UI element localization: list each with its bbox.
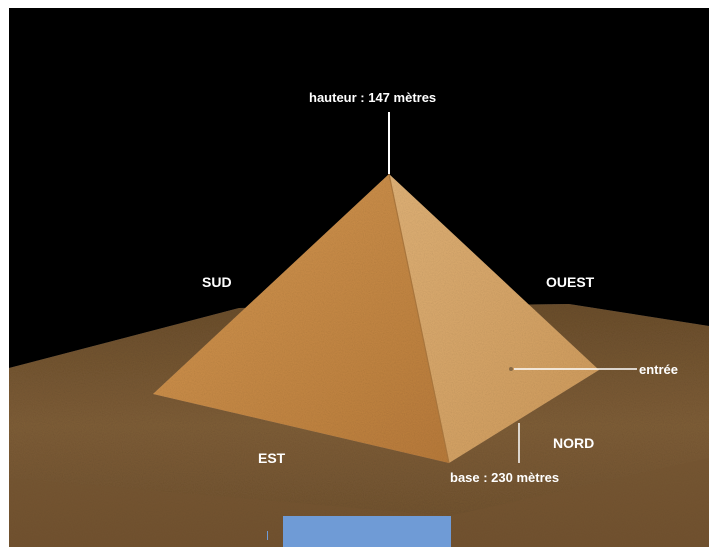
- selection-highlight-bar: [283, 516, 451, 547]
- direction-label-east: EST: [258, 450, 286, 466]
- direction-label-west: OUEST: [546, 274, 595, 290]
- direction-label-south: SUD: [202, 274, 232, 290]
- pyramid-diagram: hauteur : 147 mètres SUD OUEST entrée NO…: [9, 8, 709, 547]
- entrance-label: entrée: [639, 362, 679, 377]
- pyramid-ridge: [388, 173, 450, 464]
- base-label: base : 230 mètres: [450, 470, 560, 485]
- entrance-marker: [509, 367, 513, 371]
- pyramid-north-face: [389, 174, 599, 463]
- ground-front-edge: [9, 458, 709, 547]
- direction-label-north: NORD: [553, 435, 595, 451]
- height-label: hauteur : 147 mètres: [309, 90, 437, 105]
- pyramid-illustration: [9, 112, 709, 547]
- text-cursor-mark: [267, 531, 268, 540]
- pyramid-east-face: [153, 174, 449, 463]
